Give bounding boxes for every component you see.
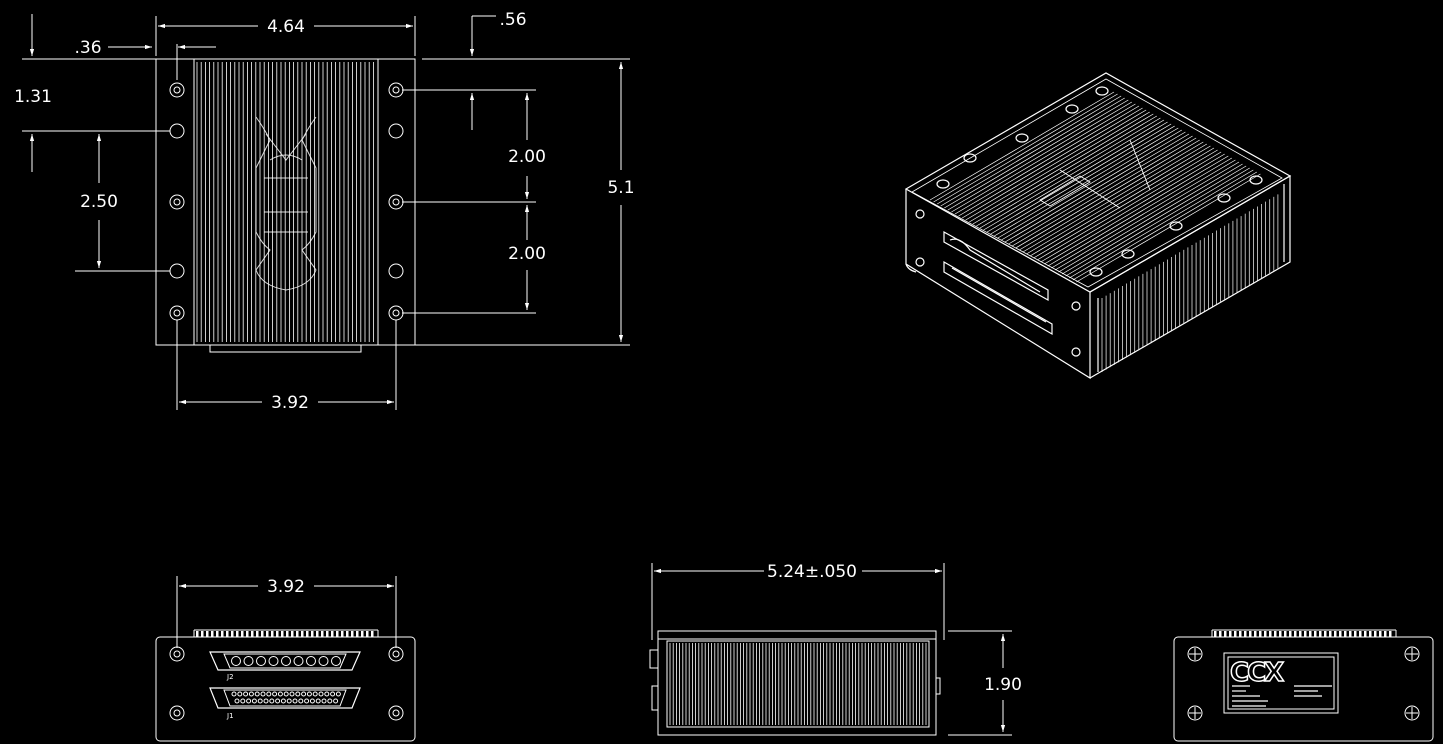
mounting-hole-icon <box>169 305 185 321</box>
front-mounting-holes <box>169 646 404 721</box>
dim-right-spacing-lower: 2.00 <box>508 244 546 264</box>
mounting-hole-icon <box>388 123 404 139</box>
pin-icon <box>243 656 254 666</box>
mounting-hole-icon <box>388 82 404 98</box>
ccx-logo: CCX <box>1230 658 1284 688</box>
dim-hole-offset: 1.31 <box>14 87 52 107</box>
isometric-mounting-holes <box>936 86 1263 277</box>
top-view <box>22 14 630 410</box>
isometric-connector-j2 <box>943 230 1049 302</box>
mounting-hole-icon <box>1217 193 1231 203</box>
mounting-hole-icon <box>388 194 404 210</box>
front-view-body <box>155 636 416 742</box>
dim-edge-offset: .36 <box>74 38 101 58</box>
dim-top-width: 4.64 <box>267 17 305 37</box>
connector-j1-label: J1 <box>226 712 234 720</box>
isometric-view <box>904 72 1292 380</box>
pin-icon <box>293 656 304 666</box>
dim-side-height: 1.90 <box>984 675 1022 695</box>
mounting-hole-icon <box>388 305 404 321</box>
mounting-hole-icon <box>388 646 404 662</box>
mounting-hole-icon <box>1249 175 1263 185</box>
mounting-hole-icon <box>1095 86 1109 96</box>
screw-icon <box>1187 705 1203 721</box>
mounting-hole-icon <box>963 153 977 163</box>
top-view-dimensions <box>22 14 630 410</box>
connector-j2-pins <box>231 656 341 666</box>
mounting-hole-icon <box>169 646 185 662</box>
mounting-holes <box>169 82 404 321</box>
mounting-hole-icon <box>169 263 185 279</box>
pin-icon <box>306 656 316 666</box>
mounting-hole-icon <box>1121 249 1135 259</box>
mounting-hole-icon <box>1065 104 1079 114</box>
dim-right-spacing-upper: 2.00 <box>508 147 546 167</box>
top-view-connector-tab <box>209 344 362 353</box>
pin-icon <box>268 656 279 666</box>
mounting-hole-icon <box>388 263 404 279</box>
isometric-top-fins <box>929 91 1261 283</box>
dim-left-spacing: 2.50 <box>80 192 118 212</box>
mounting-hole-icon <box>1015 133 1029 143</box>
dim-side-length: 5.24±.050 <box>767 562 857 582</box>
embossed-logo-icon <box>255 116 317 291</box>
front-fin-edge <box>196 631 374 637</box>
dim-top-hole-span: 3.92 <box>271 393 309 413</box>
screw-icon <box>1404 705 1420 721</box>
rear-view-body <box>1173 636 1434 742</box>
connector-j1 <box>209 687 361 709</box>
mounting-hole-icon <box>169 82 185 98</box>
pin-icon <box>318 656 329 666</box>
side-fins <box>669 643 927 725</box>
front-view <box>155 576 416 742</box>
mounting-hole-icon <box>936 179 950 189</box>
label-text-lines <box>1232 685 1332 707</box>
pin-icon <box>281 656 291 666</box>
rear-mounting-holes <box>1187 646 1420 721</box>
mounting-hole-icon <box>169 194 185 210</box>
dim-overall-height: 5.1 <box>607 178 634 198</box>
screw-icon <box>1404 646 1420 662</box>
rear-label-plate <box>1223 652 1339 714</box>
mounting-hole-icon <box>169 705 185 721</box>
side-view <box>649 563 1012 736</box>
mounting-hole-icon <box>388 705 404 721</box>
dim-front-hole-span: 3.92 <box>267 577 305 597</box>
pin-icon <box>231 656 241 666</box>
isometric-connector-j1 <box>943 260 1053 336</box>
mounting-hole-icon <box>169 123 185 139</box>
connector-j2 <box>209 651 361 671</box>
connector-j2-label: J2 <box>226 673 234 681</box>
isometric-side-fins <box>1101 194 1279 372</box>
connector-j1-pins <box>231 691 341 704</box>
mounting-hole-icon <box>1089 267 1103 277</box>
screw-icon <box>1187 646 1203 662</box>
dim-top-offset: .56 <box>499 10 526 30</box>
rear-fin-edge <box>1214 631 1392 637</box>
mounting-hole-icon <box>1169 221 1183 231</box>
pin-icon <box>256 656 266 666</box>
pin-icon <box>331 656 341 666</box>
rear-view <box>1173 629 1434 742</box>
heatsink-fins <box>196 62 374 342</box>
